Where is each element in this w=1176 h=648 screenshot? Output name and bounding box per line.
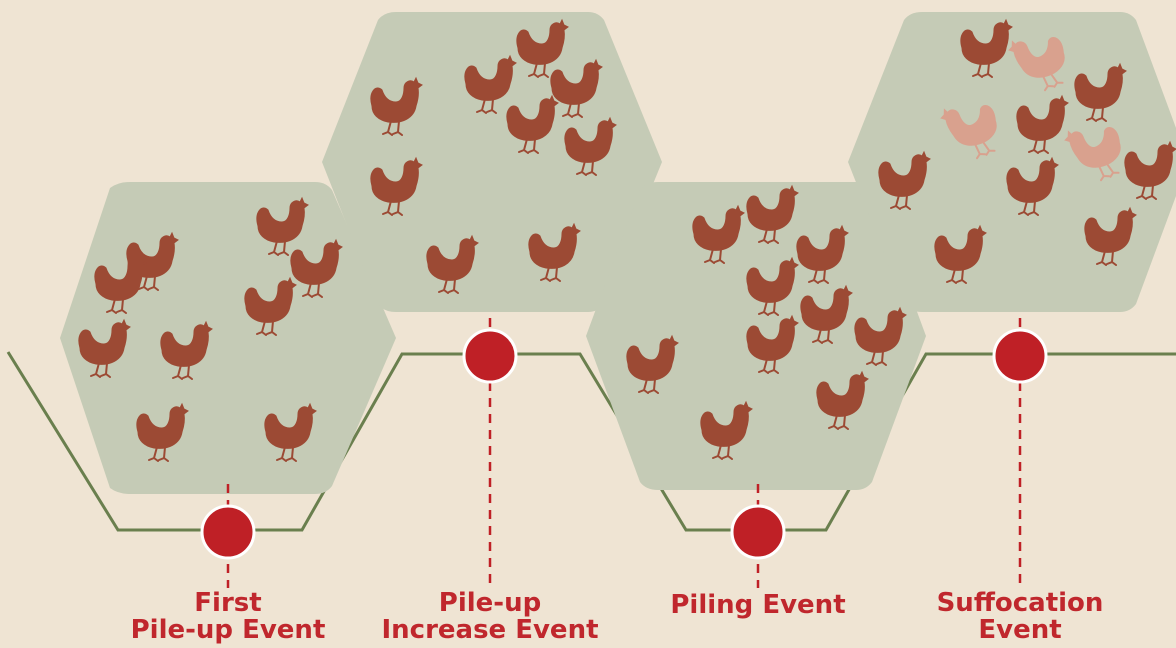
marker-piling xyxy=(730,504,786,560)
label-suffocation: Suffocation Event xyxy=(936,588,1104,645)
label-first-pile-up: First Pile-up Event xyxy=(130,588,326,645)
hexagon-pile-up-increase xyxy=(322,12,662,312)
marker-pile-up-increase xyxy=(462,328,518,384)
label-pile-up-increase: Pile-up Increase Event xyxy=(381,588,599,645)
marker-suffocation xyxy=(992,328,1048,384)
marker-first-pile-up xyxy=(200,504,256,560)
label-piling: Piling Event xyxy=(670,590,846,620)
